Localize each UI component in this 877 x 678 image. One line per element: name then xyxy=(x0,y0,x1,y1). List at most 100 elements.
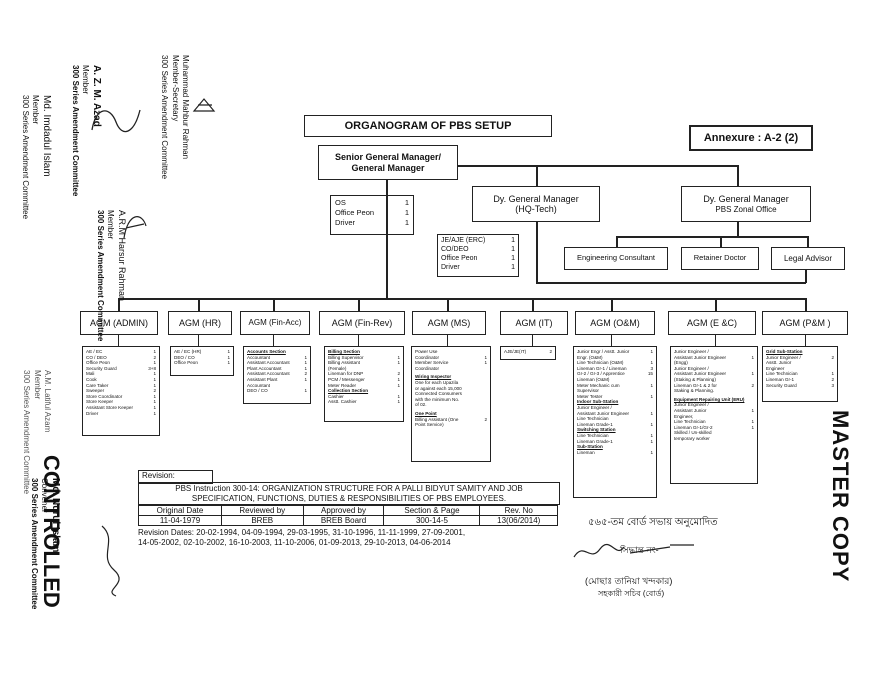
list-item-label: Assistant Accountant xyxy=(247,360,290,366)
handwritten-signature xyxy=(91,109,141,133)
dgm-zonal-box: Dy. General Manager PBS Zonal Office xyxy=(681,186,811,222)
text-line: of 02. xyxy=(415,402,427,408)
list-item-label: Assistant Store Keeper xyxy=(86,404,133,410)
signatory-role: Member xyxy=(32,370,42,400)
list-item-count: 1 xyxy=(650,438,653,444)
list-item-count: 1 xyxy=(304,360,307,366)
connector-line xyxy=(198,335,199,347)
list-item-label: Accountant xyxy=(247,354,270,360)
connector-line xyxy=(611,335,612,347)
list-item-count: 1 xyxy=(751,354,754,360)
list-item-label: temporary worker xyxy=(674,435,710,441)
list-item-label: (Staking & Planning) xyxy=(674,376,716,382)
bangla-decision: সিদ্ধান্ত নং- xyxy=(620,545,659,555)
list-item-label: Lineman Gr-1 xyxy=(766,376,795,382)
list-item-label: Assistant Junior Engineer xyxy=(674,371,727,377)
list-item-label: Cook xyxy=(86,376,97,382)
list-item-count: 1 xyxy=(751,371,754,377)
connector-line xyxy=(616,236,618,247)
list-item-count: 1 xyxy=(484,354,487,360)
list-item-label: Engr. (O&M) xyxy=(577,354,603,360)
connector-line xyxy=(273,335,274,347)
list-item-label: Billing Assistant xyxy=(328,360,360,366)
connector-line xyxy=(536,282,806,284)
list-item: Junior Engineer / xyxy=(674,402,754,408)
list-item-label: Coordinator xyxy=(415,354,440,360)
text-line: with the minimum No. xyxy=(415,396,460,402)
list-item: Junior Engineer /2 xyxy=(766,355,834,361)
revision-table: Original Date Reviewed by Approved by Se… xyxy=(138,505,558,526)
hq-staff-count: 1 xyxy=(511,255,515,263)
bangla-name: (মোছাঃ তানিয়া খন্দকার) xyxy=(585,576,673,586)
text-line: or against each 15,000 xyxy=(415,385,462,391)
revision-dates-line2: 14-05-2002, 02-10-2002, 16-10-2003, 11-1… xyxy=(138,538,451,547)
list-item-label: (Female) xyxy=(328,365,347,371)
dgm-hq-box: Dy. General Manager (HQ-Tech) xyxy=(472,186,600,222)
signatory-committee: 300 Series Amendment Committee xyxy=(29,478,39,610)
list-item: Engineer xyxy=(766,366,834,372)
revision-value: 11-04-1979 xyxy=(138,515,222,526)
list-item-count: 1 xyxy=(650,449,653,455)
revision-instruction: PBS Instruction 300-14: ORGANIZATION STR… xyxy=(138,482,560,506)
list-item-count: 2 xyxy=(831,376,834,382)
list-item-label: Care Taker xyxy=(86,382,109,388)
list-item-label: Meter Reader xyxy=(328,382,357,388)
revision-value: BREB Board xyxy=(302,515,385,526)
handwritten-signature xyxy=(101,525,120,597)
sgm-staff-count: 1 xyxy=(404,218,409,228)
list-item-label: Security Guard xyxy=(86,365,117,371)
sgm-staff-name: Driver xyxy=(335,218,355,228)
list-item-label: Meter Tester xyxy=(577,393,603,399)
handwritten-signature xyxy=(573,543,694,558)
list-item: Engr. (O&M) xyxy=(577,355,653,361)
ec-staff-box: Junior Engineer / Assistant Junior Engine… xyxy=(670,346,758,484)
signatory-committee: 300 Series Amendment Committee xyxy=(95,210,105,342)
ms-heading: Wiring Inspector xyxy=(415,374,452,380)
agm-ms-box: AGM (MS) xyxy=(412,311,486,335)
agm-admin-box: AGM (ADMIN) xyxy=(80,311,158,335)
connector-line xyxy=(118,298,120,312)
revision-instruction-line2: SPECIFICATION, FUNCTIONS, DUTIES & RESPO… xyxy=(191,493,507,503)
finrev-heading: Billing Section xyxy=(328,349,360,354)
list-item-label: DEO / CO xyxy=(174,354,195,360)
list-item-label: Lineman Gr-1 & 2 for xyxy=(674,382,717,388)
list-item-count: 1 xyxy=(153,393,156,399)
connector-line xyxy=(737,222,739,236)
list-item: Power Use xyxy=(415,349,487,355)
hq-staff-count: 1 xyxy=(511,264,515,272)
om-heading: Indoor Sub-Station xyxy=(577,399,619,405)
ms-count2: 2 xyxy=(484,416,487,422)
list-item-count: 2 xyxy=(831,354,834,360)
list-item-label: Junior Engineer / xyxy=(674,349,709,354)
connector-line xyxy=(447,335,448,347)
list-item-label: Office Peon xyxy=(174,360,198,366)
list-item-label: Accountant xyxy=(247,382,270,388)
list-item-label: Driver xyxy=(86,410,99,416)
revision-dates-line1: Revision Dates: 20-02-1994, 04-09-1994, … xyxy=(138,528,466,537)
connector-line xyxy=(358,298,360,312)
list-item-label: Lineman xyxy=(577,449,595,455)
list-item-count: 1 xyxy=(650,382,653,388)
list-item-count: 1 xyxy=(153,360,156,366)
list-item-label: Lineman Gr-1 / Lineman xyxy=(577,365,627,371)
list-item-count: 1 xyxy=(397,393,400,399)
list-item-count: 1 xyxy=(650,432,653,438)
revision-header: Original Date xyxy=(138,505,222,516)
list-item-count: 1 xyxy=(304,388,307,394)
